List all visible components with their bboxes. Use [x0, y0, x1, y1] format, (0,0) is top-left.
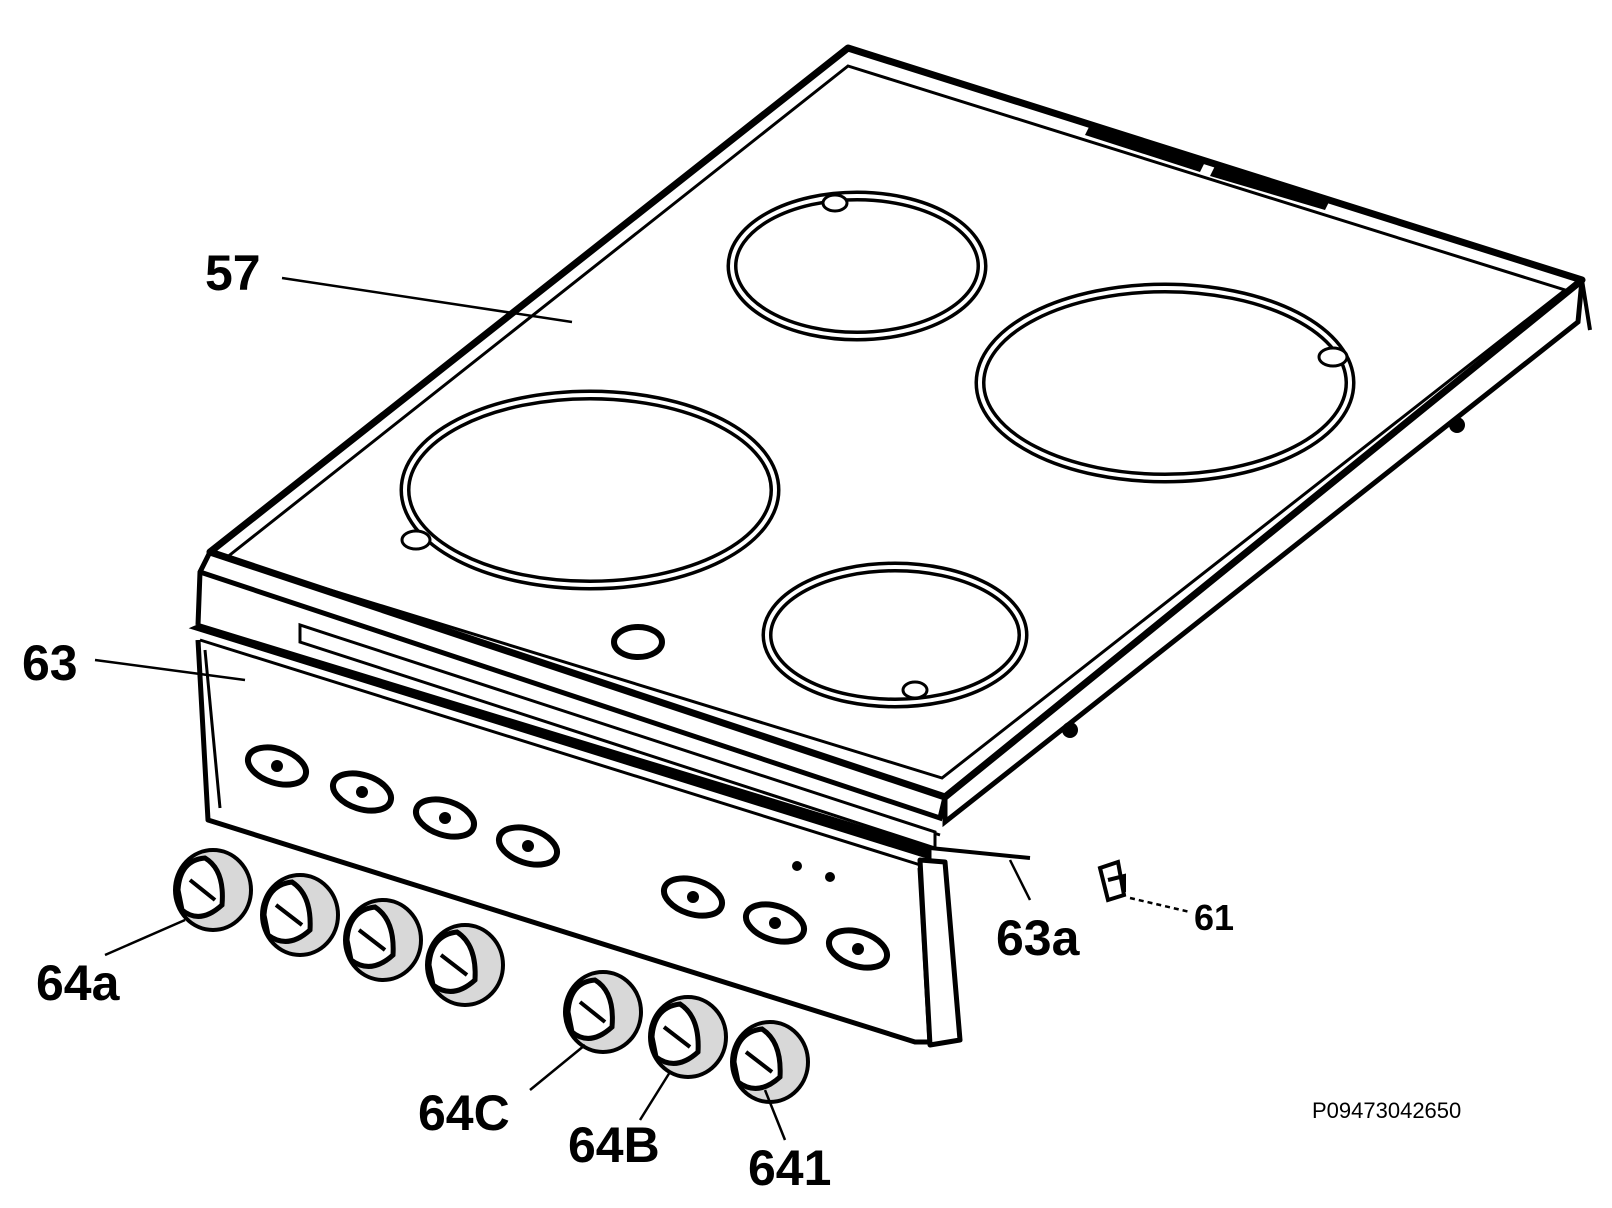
document-id: P09473042650 — [1312, 1098, 1461, 1123]
knob-64b — [648, 995, 728, 1079]
hob-ring-front-left — [399, 389, 781, 591]
label-63: 63 — [22, 635, 78, 691]
label-64a: 64a — [36, 955, 121, 1011]
leader-64c — [529, 1044, 586, 1091]
knob — [260, 873, 340, 957]
knob — [343, 898, 423, 982]
callout-labels: 57 63 63a 61 64a 64C 64B 641 P0947304265… — [22, 245, 1461, 1196]
panel-knob-openings — [244, 744, 891, 971]
indicator-lamp-icon — [825, 872, 835, 882]
label-57: 57 — [205, 245, 261, 301]
label-61: 61 — [1194, 897, 1234, 938]
rear-label-strip — [1085, 125, 1330, 210]
knob-641 — [730, 1020, 810, 1104]
hob-ring-rear-left — [726, 190, 988, 342]
control-panel — [188, 622, 1031, 1048]
leader-61 — [1129, 896, 1191, 914]
leader-64b — [638, 1071, 672, 1121]
label-641: 641 — [748, 1140, 831, 1196]
indicator-lamp-icon — [792, 861, 802, 871]
knob-64c — [563, 970, 643, 1054]
hob-ring-rear-right — [974, 282, 1356, 484]
leader-63a — [1008, 859, 1032, 901]
cooktop-surface — [206, 44, 1586, 801]
leader-57 — [281, 276, 573, 324]
knob — [173, 848, 253, 932]
cooktop-assembly — [195, 44, 1592, 828]
knob-row-left — [173, 848, 505, 1007]
side-hole-icon — [1062, 722, 1078, 738]
leader-64a — [104, 918, 186, 957]
label-63a: 63a — [996, 910, 1081, 966]
cooktop-inner-rim — [222, 64, 1569, 780]
label-64c: 64C — [418, 1085, 510, 1141]
leader-63 — [94, 658, 246, 682]
hob-ring-front-right — [761, 561, 1029, 709]
knob-row-right — [563, 970, 810, 1104]
side-hole-icon — [1449, 417, 1465, 433]
indicator-light-icon — [611, 624, 665, 660]
label-64b: 64B — [568, 1117, 660, 1173]
knob — [425, 923, 505, 1007]
clip-part — [1097, 859, 1127, 903]
leader-641 — [763, 1089, 787, 1141]
leader-lines — [94, 276, 1191, 1141]
cooktop-right-edge — [942, 279, 1585, 828]
panel-end-bracket — [917, 857, 963, 1048]
